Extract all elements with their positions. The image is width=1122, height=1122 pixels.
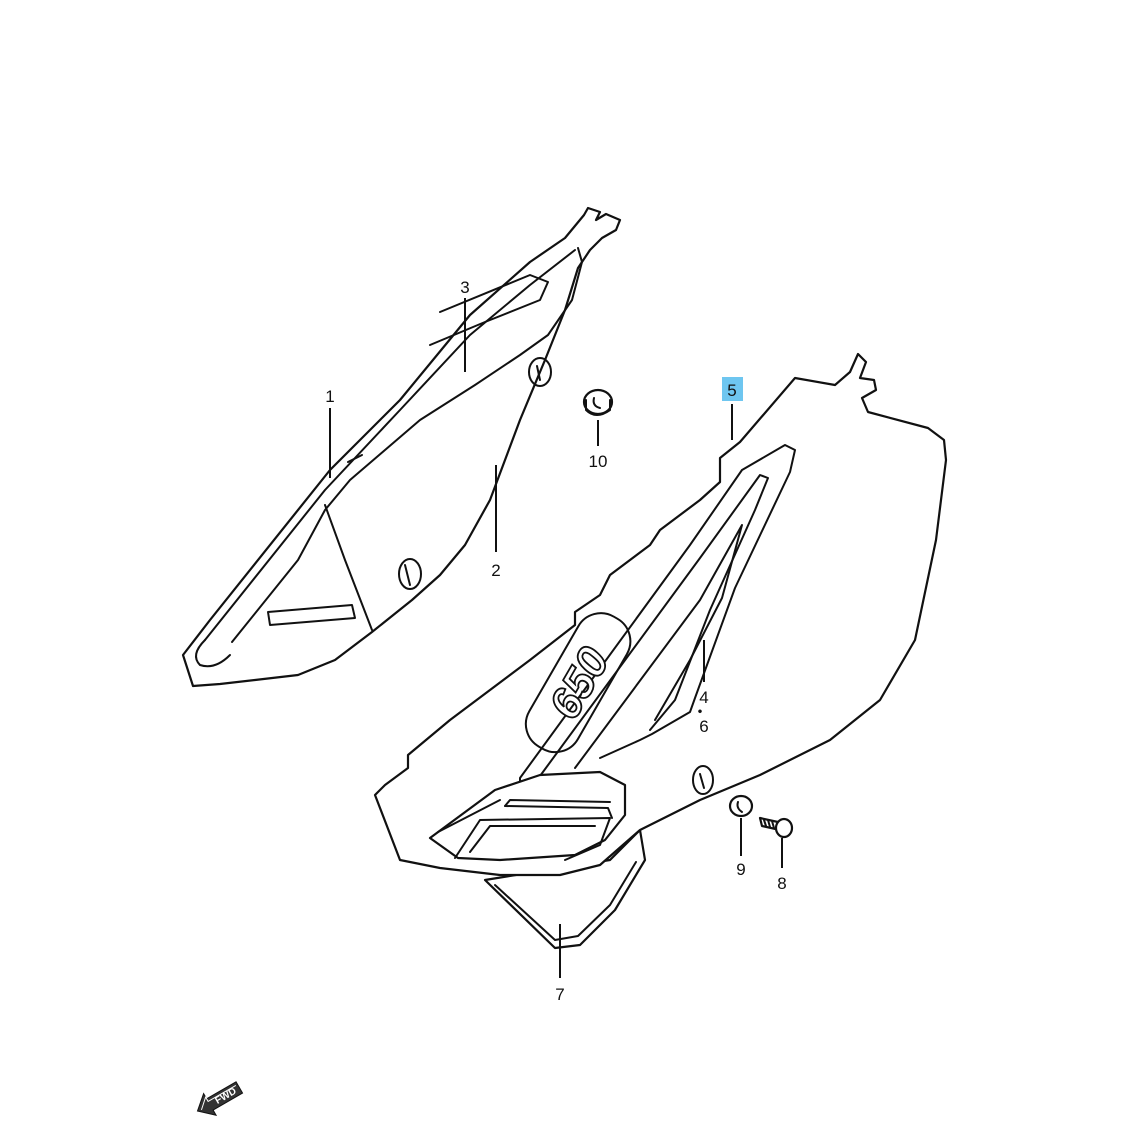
callout-5-highlight	[722, 377, 743, 401]
callout-2[interactable]: 2	[491, 561, 500, 580]
callout-10[interactable]: 10	[589, 452, 608, 471]
left-side-cover[interactable]	[181, 206, 622, 688]
fwd-direction-arrow: FWD	[196, 1081, 244, 1117]
callout-6[interactable]: 6	[699, 717, 708, 736]
callout-4-6-separator: ・	[692, 703, 709, 722]
callout-1[interactable]: 1	[325, 387, 334, 406]
right-side-cover[interactable]: 650	[373, 352, 948, 950]
screw-part-8[interactable]	[758, 816, 794, 839]
grommet-part-10[interactable]	[582, 388, 614, 416]
washer-part-9[interactable]	[728, 794, 754, 818]
callout-4[interactable]: 4	[699, 688, 708, 707]
fwd-label: FWD	[213, 1086, 238, 1107]
callout-5[interactable]: 5	[727, 381, 736, 400]
callout-8[interactable]: 8	[777, 874, 786, 893]
callout-9[interactable]: 9	[736, 860, 745, 879]
leader-lines	[329, 298, 783, 978]
callout-3[interactable]: 3	[460, 278, 469, 297]
callout-7[interactable]: 7	[555, 985, 564, 1004]
